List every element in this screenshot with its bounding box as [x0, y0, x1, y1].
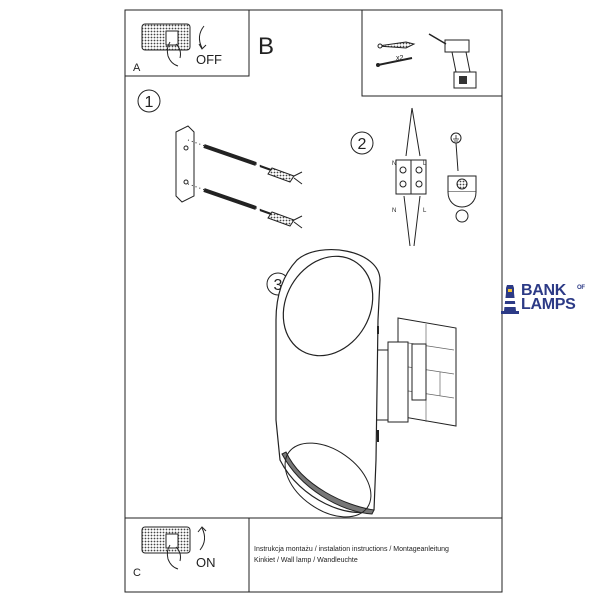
lighthouse-icon — [501, 285, 519, 314]
mounting-bracket — [175, 125, 195, 203]
drill-icon — [428, 33, 477, 89]
screw-icon — [376, 57, 413, 67]
bank-of-lamps-logo: BANK OF LAMPS — [500, 283, 600, 317]
footer-line-1: Instrukcja montażu / instalation instruc… — [254, 546, 449, 553]
wire-l-bottom: L — [423, 208, 427, 214]
panel-a: A OFF — [124, 9, 250, 77]
on-label: ON — [196, 555, 216, 570]
logo-word-bank: BANK — [521, 282, 567, 299]
switch-off-illustration — [141, 23, 207, 67]
wire-n-bottom: N — [392, 208, 396, 214]
screw-upper — [187, 139, 303, 185]
tools-box: x2 — [361, 9, 503, 97]
wire-n-top: N — [392, 161, 396, 167]
logo-word-lamps: LAMPS — [521, 296, 576, 313]
screw-lower — [187, 183, 303, 229]
step-1-number: 1 — [145, 94, 154, 111]
panel-b-letter: B — [258, 33, 274, 60]
wall-plug-icon — [377, 41, 416, 49]
panel-c-letter: C — [133, 567, 141, 579]
terminal-block — [395, 107, 427, 247]
sheet-border — [124, 9, 503, 593]
step-3: 3 — [266, 249, 457, 518]
step-2: 2 N L N L — [350, 107, 477, 247]
wire-l-top: L — [423, 161, 427, 167]
quantity-label: x2 — [396, 55, 404, 62]
panel-c: C ON — [124, 517, 502, 593]
wall-lamp — [275, 249, 381, 518]
step-3-number: 3 — [274, 277, 283, 294]
wall-plate — [374, 317, 457, 427]
switch-on-illustration — [141, 526, 207, 570]
step-2-number: 2 — [358, 136, 367, 153]
off-label: OFF — [196, 52, 222, 67]
step-1: 1 — [137, 89, 303, 229]
panel-a-letter: A — [133, 62, 141, 74]
footer-line-2: Kinkiet / Wall lamp / Wandleuchte — [254, 557, 358, 564]
logo-word-of: OF — [577, 285, 585, 291]
ground-connector — [447, 132, 477, 223]
